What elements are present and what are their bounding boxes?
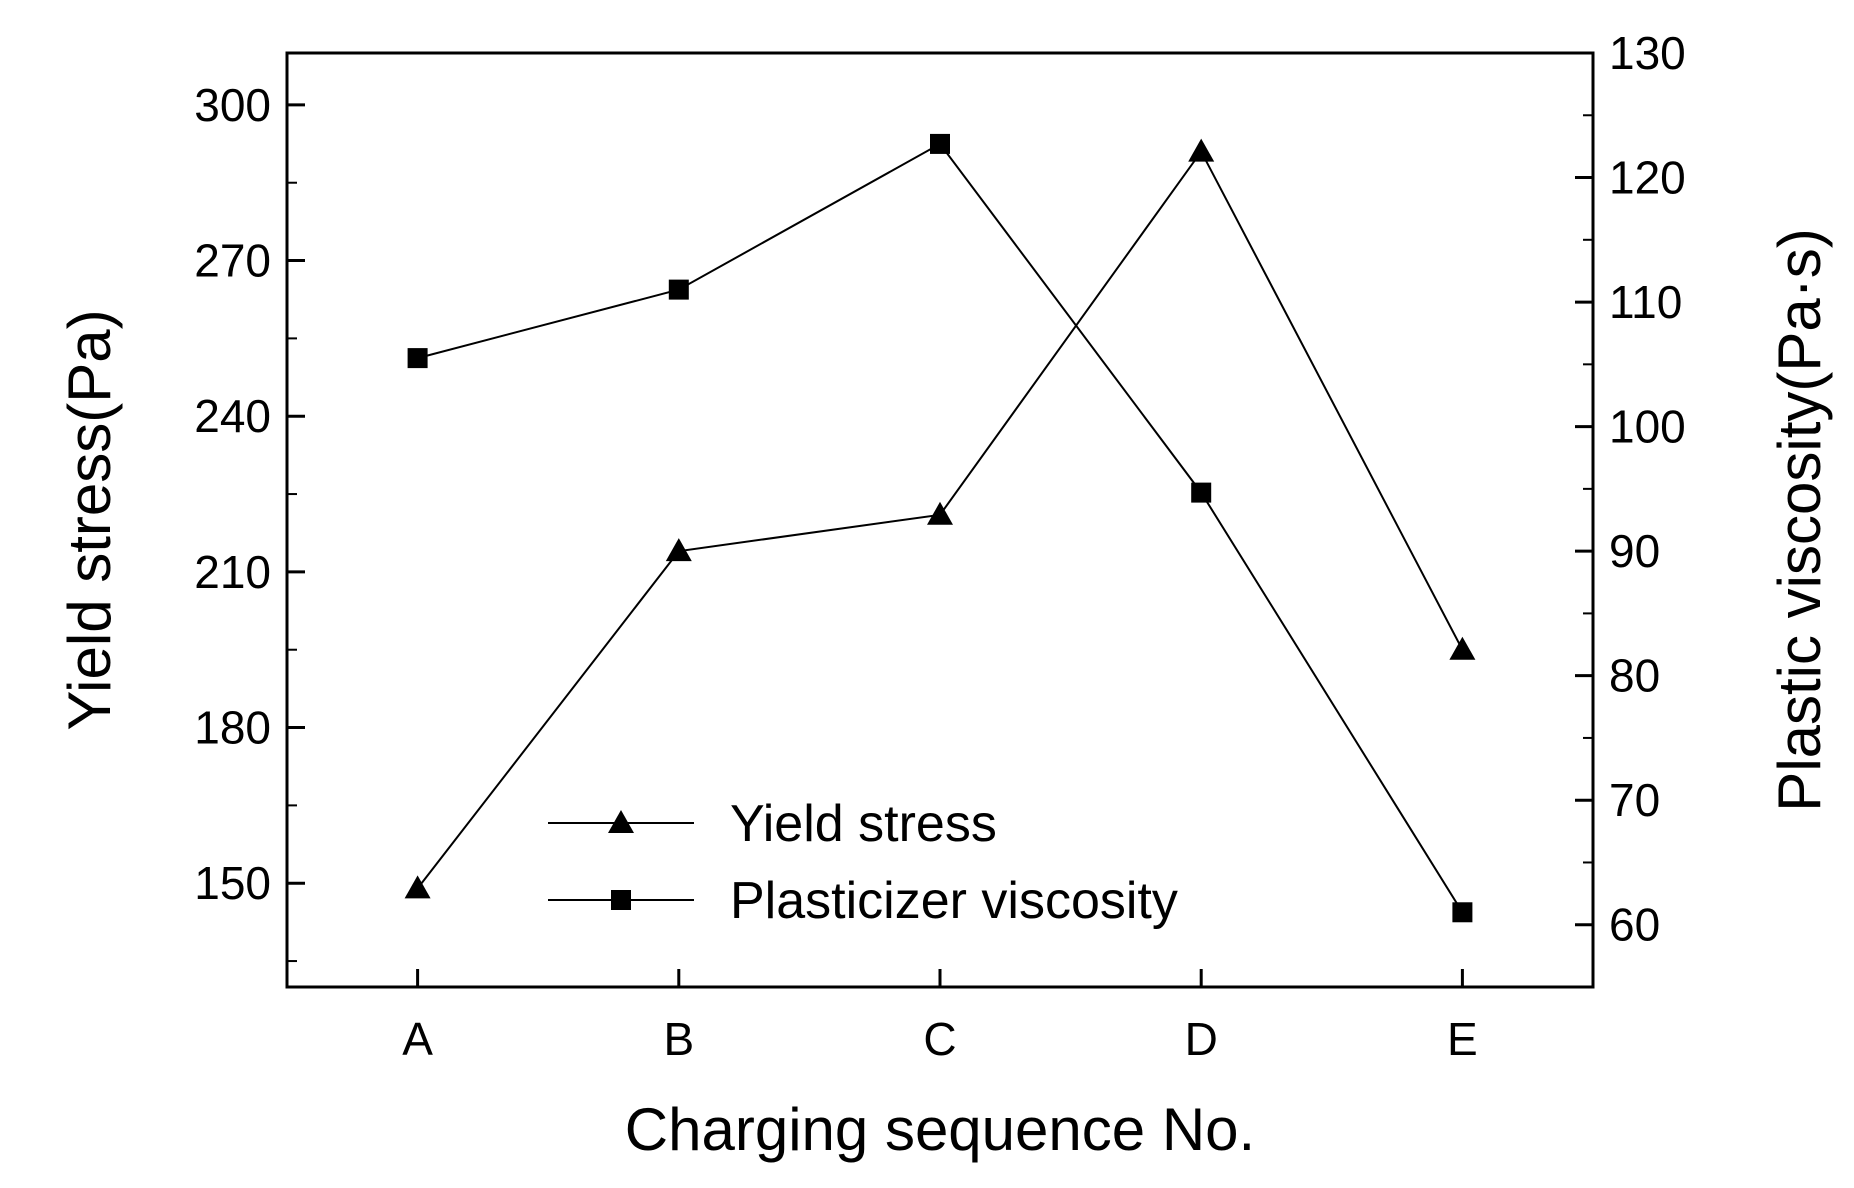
legend-entry: Yield stress bbox=[548, 795, 997, 853]
left-tick-label: 240 bbox=[194, 390, 271, 442]
legend-entry: Plasticizer viscosity bbox=[548, 872, 1178, 930]
left-tick-label: 210 bbox=[194, 546, 271, 598]
legend-label: Plasticizer viscosity bbox=[730, 872, 1178, 930]
data-point bbox=[404, 875, 431, 899]
series-yield-stress bbox=[404, 138, 1476, 899]
left-axis-title: Yield stress(Pa) bbox=[56, 309, 123, 730]
x-tick-label: A bbox=[402, 1013, 433, 1065]
left-tick-label: 300 bbox=[194, 79, 271, 131]
data-point bbox=[668, 279, 689, 300]
x-tick-label: D bbox=[1185, 1013, 1218, 1065]
legend-label: Yield stress bbox=[730, 795, 997, 853]
x-tick-label: B bbox=[663, 1013, 694, 1065]
data-point bbox=[927, 501, 953, 525]
right-tick-label: 130 bbox=[1609, 27, 1686, 79]
data-point bbox=[1191, 482, 1212, 503]
right-tick-label: 90 bbox=[1609, 525, 1660, 577]
data-point bbox=[1188, 138, 1215, 162]
right-tick-label: 70 bbox=[1609, 774, 1660, 826]
right-tick-label: 110 bbox=[1609, 276, 1682, 328]
right-tick-label: 60 bbox=[1609, 899, 1660, 951]
legend-marker bbox=[608, 810, 634, 833]
left-axis-ticks: 150 180 210 240 270 300 bbox=[194, 79, 305, 963]
data-point bbox=[930, 133, 950, 154]
right-tick-label: 80 bbox=[1609, 650, 1660, 702]
right-axis-ticks: 60 70 80 90 100 110 120 130 bbox=[1575, 27, 1686, 951]
right-tick-label: 100 bbox=[1609, 401, 1686, 453]
right-axis-title: Plastic viscosity(Pa·s) bbox=[1766, 228, 1833, 811]
data-point bbox=[1449, 636, 1476, 660]
series-layer bbox=[404, 133, 1476, 923]
left-tick-label: 150 bbox=[194, 857, 271, 909]
data-point bbox=[407, 348, 428, 369]
legend-marker bbox=[611, 890, 631, 910]
data-point bbox=[1452, 902, 1473, 923]
series-plasticizer-viscosity bbox=[407, 133, 1473, 923]
x-axis-ticks: A B C D E bbox=[402, 969, 1478, 1065]
right-tick-label: 120 bbox=[1609, 152, 1686, 204]
x-tick-label: E bbox=[1447, 1013, 1478, 1065]
data-point bbox=[665, 538, 692, 562]
x-axis-title: Charging sequence No. bbox=[625, 1096, 1255, 1163]
left-tick-label: 270 bbox=[194, 235, 271, 287]
left-tick-label: 180 bbox=[194, 702, 271, 754]
x-tick-label: C bbox=[923, 1013, 956, 1065]
